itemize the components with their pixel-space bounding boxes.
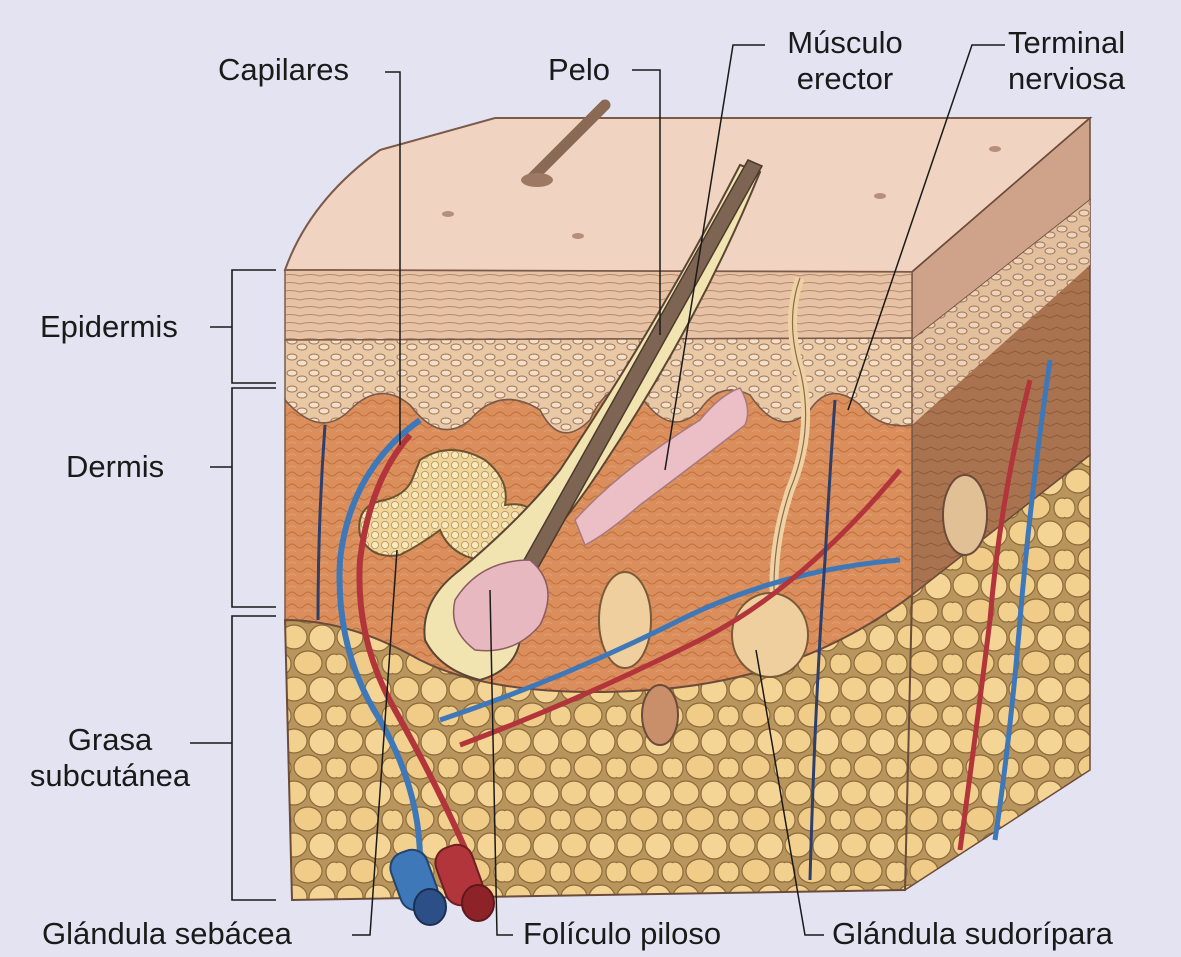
- label-musculo-line2: erector: [770, 61, 920, 97]
- label-glandula-sudoripara: Glándula sudorípara: [832, 916, 1113, 952]
- pore: [442, 211, 454, 217]
- large-vein-end: [414, 889, 446, 925]
- label-glandula-sebacea: Glándula sebácea: [42, 916, 292, 952]
- label-terminal-nerviosa: Terminal nerviosa: [1008, 25, 1125, 97]
- label-capilares: Capilares: [218, 52, 349, 88]
- large-artery-end: [462, 885, 494, 921]
- sweat-coil: [732, 593, 808, 677]
- surface-hair-base: [521, 173, 553, 187]
- label-terminal-line2: nerviosa: [1008, 61, 1125, 97]
- stratum-corneum: [285, 270, 912, 340]
- label-dermis: Dermis: [66, 449, 164, 485]
- label-terminal-line1: Terminal: [1008, 25, 1125, 61]
- label-grasa-line2: subcutánea: [20, 758, 200, 794]
- pore: [989, 146, 1001, 152]
- label-foliculo-piloso: Folículo piloso: [523, 916, 721, 952]
- label-epidermis: Epidermis: [40, 309, 178, 345]
- label-musculo-erector: Músculo erector: [770, 25, 920, 97]
- epidermis-bracket: [232, 270, 276, 383]
- pore: [874, 193, 886, 199]
- dermis-bracket: [232, 388, 276, 607]
- label-musculo-line1: Músculo: [770, 25, 920, 61]
- pore: [572, 233, 584, 239]
- label-grasa-line1: Grasa: [20, 722, 200, 758]
- sweat-coil-side: [943, 475, 987, 555]
- fat-bracket: [232, 616, 276, 900]
- pacinian-corpuscle: [642, 685, 678, 745]
- label-grasa-subcutanea: Grasa subcutánea: [20, 722, 200, 794]
- label-pelo: Pelo: [548, 52, 610, 88]
